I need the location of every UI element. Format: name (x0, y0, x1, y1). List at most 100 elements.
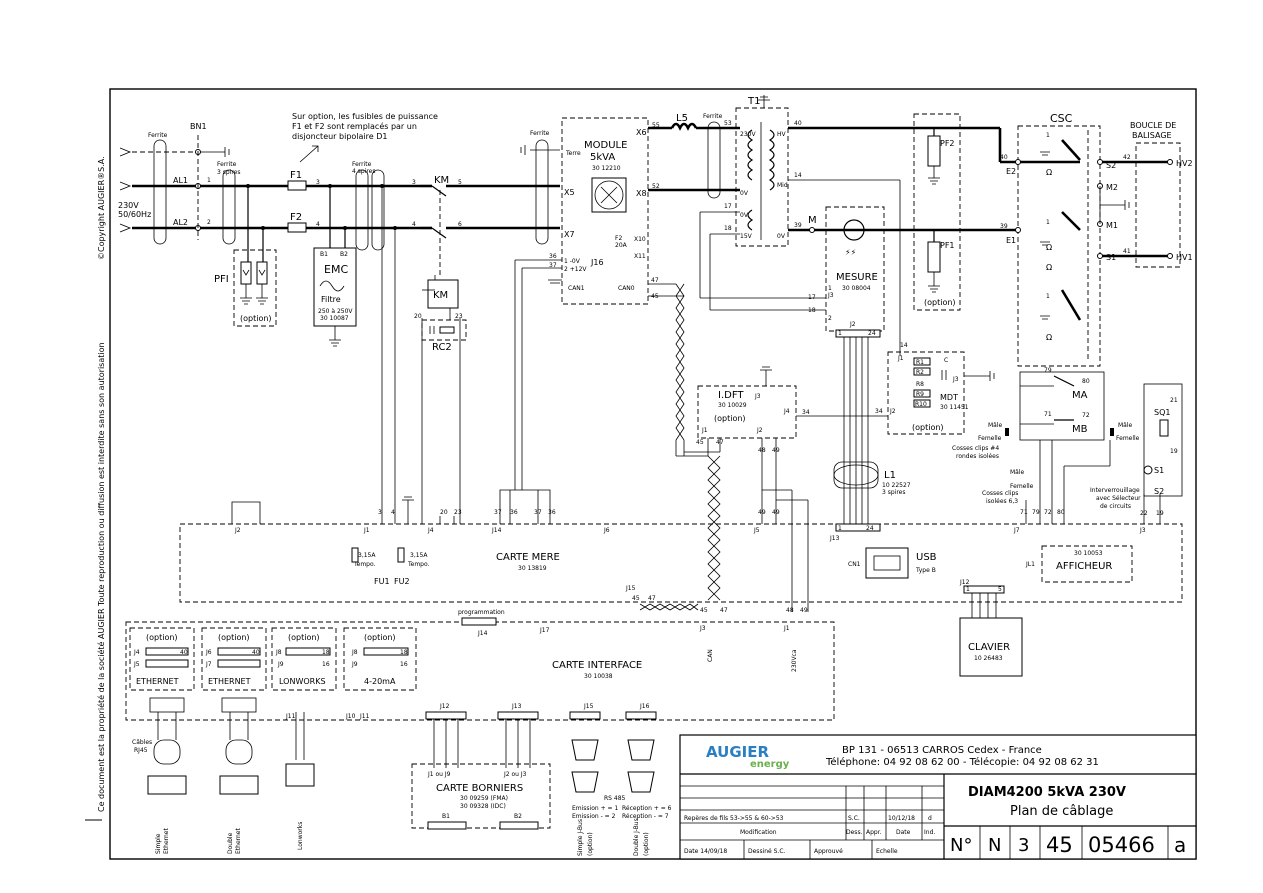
svg-text:DIAM4200 5kVA 230V: DIAM4200 5kVA 230V (968, 785, 1126, 800)
svg-text:RS 485: RS 485 (604, 795, 626, 802)
svg-text:34: 34 (802, 409, 810, 416)
svg-text:49: 49 (758, 509, 766, 516)
svg-text:J11: J11 (285, 713, 296, 720)
ribbon-l1: L1 10 22527 3 spires 1 24 J13 (829, 337, 911, 542)
brand-augier: AUGIER (706, 743, 769, 761)
svg-text:F2: F2 (290, 212, 302, 223)
svg-text:40: 40 (794, 120, 802, 127)
svg-text:J1 ou J9: J1 ou J9 (427, 771, 451, 778)
svg-text:(option): (option) (364, 633, 396, 642)
svg-text:F2: F2 (615, 235, 622, 242)
svg-text:3 spires: 3 spires (882, 489, 905, 496)
svg-text:36: 36 (548, 509, 556, 516)
svg-text:Emission - = 2: Emission - = 2 (572, 813, 616, 820)
svg-text:1: 1 (838, 525, 842, 532)
svg-text:B2: B2 (340, 251, 348, 258)
svg-text:J5: J5 (753, 527, 760, 534)
svg-text:J11: J11 (359, 713, 370, 720)
svg-text:Modification: Modification (740, 829, 777, 836)
svg-text:FU2: FU2 (394, 577, 410, 586)
svg-text:Femelle: Femelle (978, 435, 1002, 442)
svg-text:F1: F1 (290, 170, 302, 181)
svg-text:HV2: HV2 (1176, 159, 1193, 168)
svg-text:42: 42 (1123, 154, 1131, 161)
svg-text:1: 1 (966, 586, 970, 593)
svg-text:230V: 230V (118, 201, 139, 210)
svg-text:F1 et F2 sont remplacés par un: F1 et F2 sont remplacés par un (292, 121, 417, 131)
svg-text:4: 4 (316, 221, 320, 228)
svg-text:S1: S1 (1106, 253, 1116, 262)
svg-text:45: 45 (632, 595, 640, 602)
svg-text:71: 71 (1044, 411, 1052, 418)
svg-text:J7: J7 (205, 661, 212, 668)
svg-text:Tempo.: Tempo. (353, 561, 376, 568)
svg-text:AL1: AL1 (173, 176, 188, 185)
svg-text:30 11451: 30 11451 (940, 404, 969, 411)
transformer-t1: L5 Ferrite 53 T1 230V 0V 0V 15V 0V HV Mi… (648, 95, 1020, 311)
can-twisted-pair (648, 283, 721, 601)
svg-text:⚡⚡: ⚡⚡ (845, 248, 856, 257)
svg-text:FU1: FU1 (374, 577, 390, 586)
svg-text:30 09328 (IDC): 30 09328 (IDC) (460, 803, 506, 810)
boucle-balisage: BOUCLE DE BALISAGE HV2 HV1 (1130, 121, 1193, 268)
svg-text:R9: R9 (916, 391, 924, 398)
svg-text:6: 6 (458, 221, 462, 228)
svg-text:J12: J12 (959, 579, 970, 586)
svg-text:20: 20 (440, 509, 448, 516)
svg-text:J15: J15 (583, 703, 594, 710)
svg-text:Interverrouillage: Interverrouillage (1090, 487, 1140, 494)
svg-text:JL1: JL1 (1025, 561, 1035, 568)
idft-option: I.DFT 30 10029 (option) J3 J4 J1 J2 45 4… (696, 366, 888, 612)
svg-text:Date: Date (896, 829, 911, 836)
svg-text:250 à 250V: 250 à 250V (318, 308, 353, 315)
svg-text:AFFICHEUR: AFFICHEUR (1056, 561, 1112, 572)
svg-text:39: 39 (794, 222, 802, 229)
svg-text:J1: J1 (783, 625, 790, 632)
svg-text:N: N (988, 835, 1001, 856)
svg-text:J1: J1 (701, 427, 708, 434)
svg-text:PFI: PFI (214, 274, 229, 285)
svg-text:3,15A: 3,15A (410, 552, 428, 559)
svg-text:CN1: CN1 (848, 561, 861, 568)
svg-text:PF2: PF2 (940, 139, 955, 148)
svg-text:CARTE BORNIERS: CARTE BORNIERS (436, 783, 523, 794)
svg-text:72: 72 (1044, 509, 1052, 516)
pfi-option: PFI (option) (214, 249, 277, 327)
svg-text:B1: B1 (320, 251, 328, 258)
svg-text:30 10087: 30 10087 (320, 315, 349, 322)
svg-text:Femelle: Femelle (1116, 435, 1140, 442)
svg-text:L5: L5 (676, 113, 688, 124)
svg-text:SQ1: SQ1 (1154, 408, 1170, 417)
svg-text:BALISAGE: BALISAGE (1132, 131, 1172, 140)
svg-text:CAN0: CAN0 (618, 285, 635, 292)
svg-text:53: 53 (724, 120, 732, 127)
svg-text:S2: S2 (1106, 161, 1116, 170)
svg-text:J8: J8 (351, 649, 358, 656)
svg-text:5kVA: 5kVA (590, 152, 615, 163)
svg-text:PF1: PF1 (940, 241, 955, 250)
svg-text:0V: 0V (740, 190, 749, 197)
bottom-connectors: Câbles RJ45 Simple Ethernet Double Ether… (132, 697, 672, 856)
svg-text:37: 37 (549, 262, 557, 269)
svg-text:J1: J1 (363, 527, 370, 534)
svg-text:KM: KM (433, 290, 448, 301)
svg-text:4 spires: 4 spires (352, 168, 375, 175)
svg-text:0V: 0V (740, 212, 749, 219)
svg-text:Ω: Ω (1046, 168, 1052, 177)
svg-text:230Vca: 230Vca (791, 649, 798, 672)
svg-text:18: 18 (724, 225, 732, 232)
svg-text:18: 18 (808, 307, 816, 314)
pf-option: PF2 PF1 (option) (913, 113, 961, 311)
svg-text:Double J-Bus: Double J-Bus (633, 818, 640, 856)
copyright-text: ©Copyright AUGIER®S.A. (97, 156, 106, 260)
svg-text:M2: M2 (1106, 183, 1118, 192)
svg-text:30 10038: 30 10038 (584, 673, 613, 680)
svg-text:X11: X11 (634, 253, 646, 260)
svg-text:J14: J14 (491, 527, 502, 534)
svg-text:J14: J14 (477, 630, 488, 637)
svg-text:Mâle: Mâle (1118, 422, 1133, 429)
svg-text:USB: USB (916, 552, 937, 563)
svg-text:R10: R10 (915, 401, 927, 408)
svg-text:72: 72 (1082, 412, 1090, 419)
